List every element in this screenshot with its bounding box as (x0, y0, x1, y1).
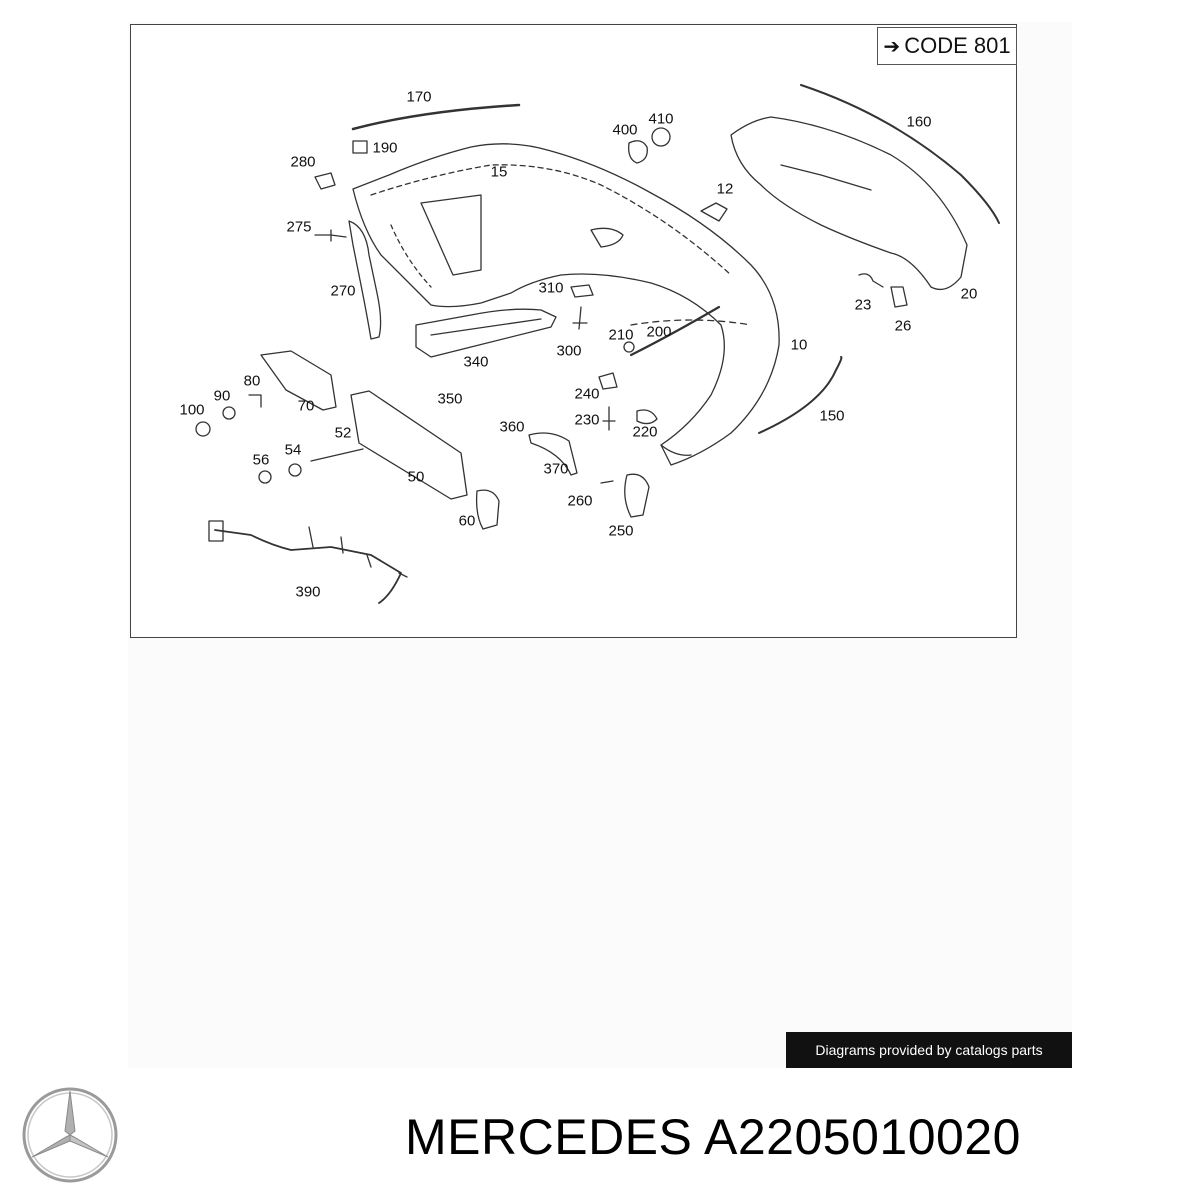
diagram-credit-badge: Diagrams provided by catalogs parts (786, 1032, 1072, 1068)
callout-10: 10 (790, 336, 808, 354)
code-box: ➔ CODE 801 (877, 27, 1017, 65)
callout-350: 350 (437, 390, 463, 408)
bumper-exploded-drawing (195, 84, 1000, 604)
callout-54: 54 (284, 441, 302, 459)
callout-410: 410 (648, 110, 674, 128)
parts-diagram: ➔ CODE 801 170 190 280 275 270 15 400 41… (130, 24, 1017, 638)
callout-190: 190 (372, 139, 398, 157)
callout-300: 300 (556, 342, 582, 360)
bumper-cover-shape (352, 143, 780, 466)
callout-210: 210 (608, 326, 634, 344)
arrow-right-icon: ➔ (883, 35, 901, 58)
callout-250: 250 (608, 522, 634, 540)
diffuser-shape (730, 116, 968, 291)
callout-20: 20 (960, 285, 978, 303)
brand-name: MERCEDES (405, 1109, 693, 1165)
callout-220: 220 (632, 423, 658, 441)
callout-360: 360 (499, 418, 525, 436)
callout-390: 390 (295, 583, 321, 601)
wiring-harness-shape (214, 529, 402, 604)
callout-26: 26 (894, 317, 912, 335)
callout-240: 240 (574, 385, 600, 403)
mercedes-star-icon (20, 1085, 120, 1190)
callout-260: 260 (567, 492, 593, 510)
callout-200: 200 (646, 323, 672, 341)
lower-trim-shape (415, 308, 557, 358)
callout-23: 23 (854, 296, 872, 314)
callout-56: 56 (252, 451, 270, 469)
code-label: CODE 801 (904, 33, 1011, 58)
callout-340: 340 (463, 353, 489, 371)
callout-15: 15 (490, 163, 508, 181)
callout-370: 370 (543, 460, 569, 478)
callout-90: 90 (213, 387, 231, 405)
part-number: A2205010020 (704, 1109, 1021, 1165)
callout-400: 400 (612, 121, 638, 139)
callout-310: 310 (538, 279, 564, 297)
brand-part-number: MERCEDES A2205010020 (405, 1108, 1021, 1166)
callout-280: 280 (290, 153, 316, 171)
callout-170: 170 (406, 88, 432, 106)
callout-100: 100 (179, 401, 205, 419)
callout-160: 160 (906, 113, 932, 131)
callout-70: 70 (297, 397, 315, 415)
callout-270: 270 (330, 282, 356, 300)
callout-150: 150 (819, 407, 845, 425)
callout-52: 52 (334, 424, 352, 442)
callout-12: 12 (716, 180, 734, 198)
callout-60: 60 (458, 512, 476, 530)
callout-230: 230 (574, 411, 600, 429)
callout-275: 275 (286, 218, 312, 236)
callout-80: 80 (243, 372, 261, 390)
callout-50: 50 (407, 468, 425, 486)
